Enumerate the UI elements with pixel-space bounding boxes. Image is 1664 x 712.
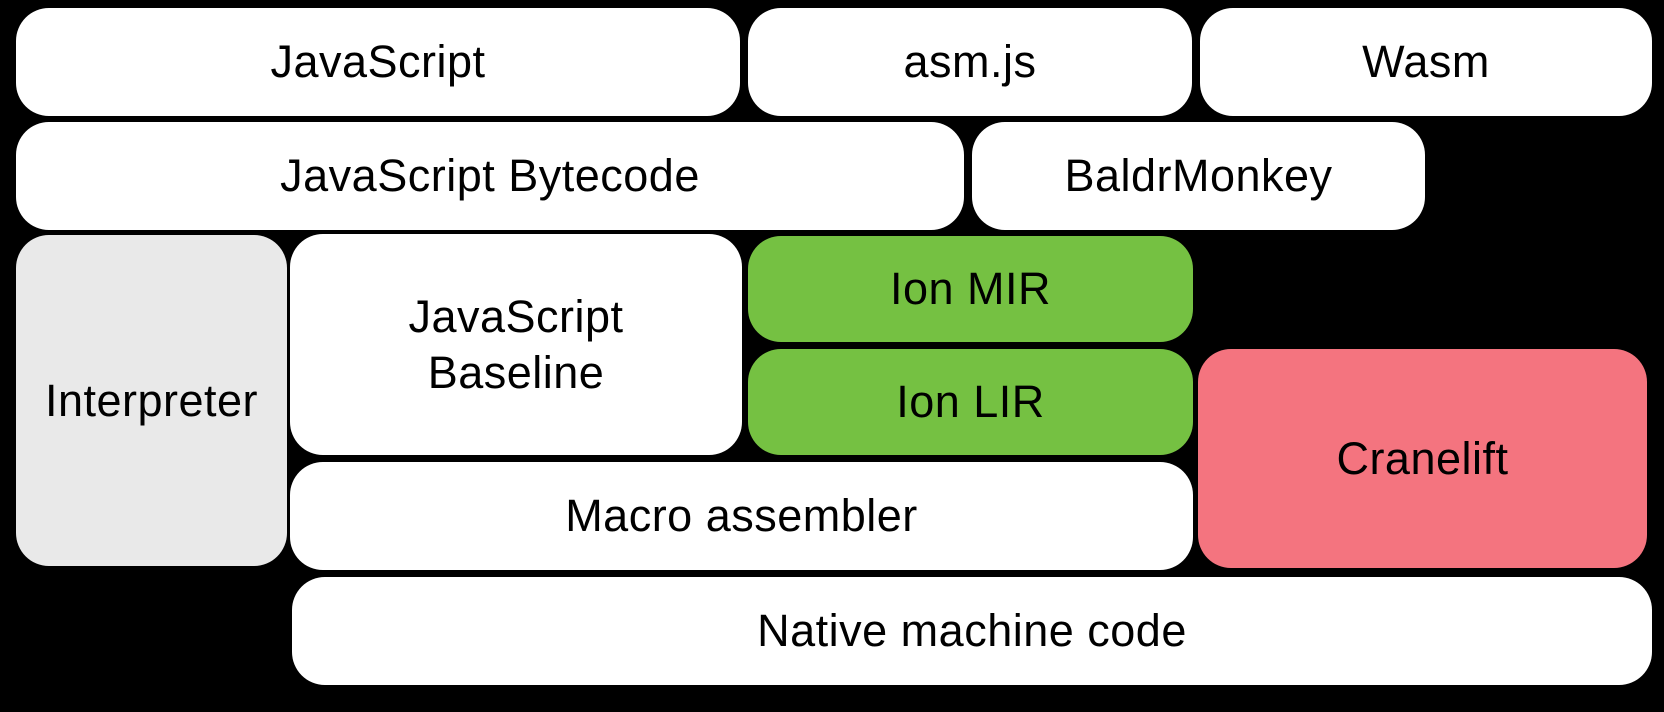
node-macro-assembler-label: Macro assembler	[565, 490, 918, 541]
node-baldrmonkey: BaldrMonkey	[972, 122, 1425, 230]
node-javascript-baseline: JavaScript Baseline	[290, 234, 742, 455]
node-asmjs: asm.js	[748, 8, 1192, 116]
node-baldrmonkey-label: BaldrMonkey	[1064, 150, 1333, 201]
node-asmjs-label: asm.js	[903, 36, 1037, 87]
node-native-machine-code: Native machine code	[292, 577, 1652, 685]
node-javascript-bytecode: JavaScript Bytecode	[16, 122, 964, 230]
node-wasm-label: Wasm	[1362, 36, 1490, 87]
node-ion-mir-label: Ion MIR	[889, 263, 1052, 314]
node-macro-assembler: Macro assembler	[290, 462, 1193, 570]
node-ion-mir: Ion MIR	[748, 236, 1193, 342]
node-cranelift-label: Cranelift	[1336, 432, 1509, 484]
node-cranelift: Cranelift	[1198, 349, 1647, 568]
node-wasm: Wasm	[1200, 8, 1652, 116]
node-ion-lir: Ion LIR	[748, 349, 1193, 455]
node-javascript: JavaScript	[16, 8, 740, 116]
node-interpreter-label: Interpreter	[44, 374, 259, 426]
node-javascript-bytecode-label: JavaScript Bytecode	[280, 150, 700, 201]
node-javascript-label: JavaScript	[270, 36, 486, 87]
node-interpreter: Interpreter	[16, 235, 287, 566]
node-native-machine-code-label: Native machine code	[757, 605, 1187, 656]
node-ion-lir-label: Ion LIR	[896, 376, 1045, 427]
node-javascript-baseline-label: JavaScript Baseline	[408, 290, 624, 398]
